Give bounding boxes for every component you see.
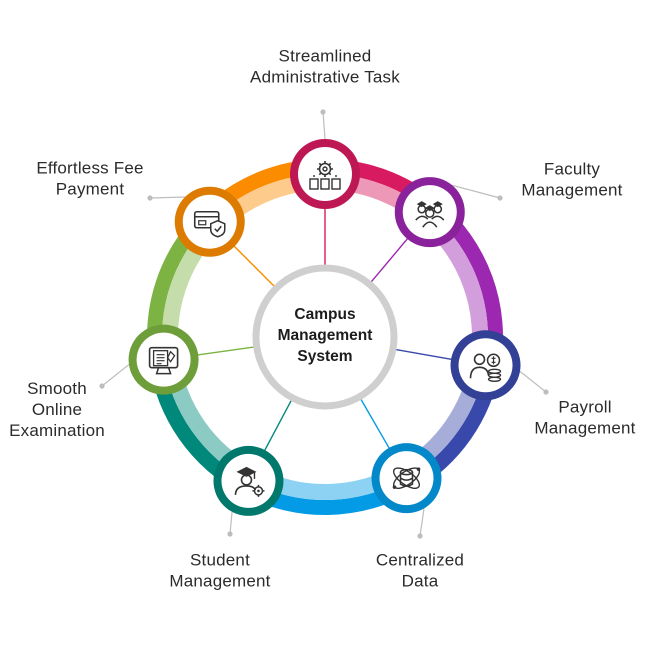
spoke-student: [261, 400, 292, 456]
node-face-centralized: [379, 451, 434, 506]
center-hub: Campus Management System: [252, 264, 398, 410]
spoke-faculty: [370, 233, 412, 283]
label-fee-line-2: Payment: [56, 180, 125, 199]
center-title-line-3: System: [297, 348, 352, 365]
spoke-payroll: [395, 348, 458, 361]
label-exam-line-3: Examination: [9, 421, 105, 440]
node-face-fee: [182, 194, 237, 249]
leader-line-streamlined: [322, 111, 326, 140]
label-fee-line-1: Effortless Fee: [36, 159, 143, 178]
center-title-line-1: Campus: [294, 306, 355, 323]
label-streamlined-line-1: Streamlined: [279, 47, 372, 66]
ring-segment-outer-centralized: [241, 478, 414, 515]
connector-spokes: [99, 109, 549, 539]
leader-line-faculty: [452, 184, 501, 199]
label-faculty-line-1: Faculty: [544, 160, 600, 179]
label-streamlined-line-2: Administrative Task: [250, 68, 400, 87]
leader-dot-fee: [147, 195, 153, 201]
ring-segment-inner-exam: [162, 221, 222, 360]
leader-dot-student: [227, 531, 233, 537]
center-title-line-2: Management: [278, 327, 373, 344]
leader-line-payroll: [519, 370, 547, 393]
label-centralized-line-1: Centralized: [376, 551, 464, 570]
node-face-faculty: [402, 185, 457, 240]
node-face-exam: [136, 332, 191, 387]
label-student-line-1: Student: [190, 551, 250, 570]
label-payroll-line-2: Management: [534, 419, 635, 438]
leader-dot-centralized: [417, 533, 423, 539]
label-centralized-line-2: Data: [402, 572, 439, 591]
leader-dot-faculty: [497, 195, 503, 201]
spoke-centralized: [360, 399, 393, 454]
node-face-student: [221, 453, 276, 508]
leader-dot-payroll: [543, 389, 549, 395]
leader-line-exam: [101, 364, 130, 387]
leader-line-centralized: [419, 508, 425, 537]
ring-segment-inner-student: [163, 357, 256, 481]
label-student-line-2: Management: [169, 572, 270, 591]
label-exam-line-2: Online: [32, 400, 82, 419]
spoke-fee: [229, 241, 275, 287]
node-face-payroll: [458, 338, 513, 393]
label-payroll-line-1: Payroll: [558, 398, 611, 417]
leader-line-fee: [149, 196, 186, 199]
ring-segment-inner-centralized: [248, 464, 407, 501]
leader-dot-streamlined: [320, 109, 326, 115]
label-faculty-line-2: Management: [521, 181, 622, 200]
label-exam-line-1: Smooth: [27, 379, 87, 398]
spoke-exam: [192, 346, 254, 357]
leader-line-student: [229, 511, 233, 535]
leader-dot-exam: [99, 383, 105, 389]
